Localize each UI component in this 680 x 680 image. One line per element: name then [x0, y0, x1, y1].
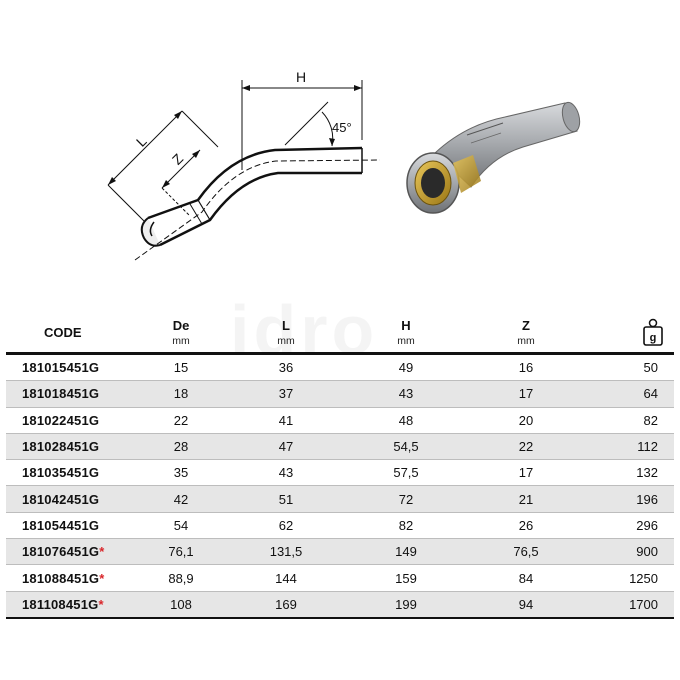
cell-z: 17	[518, 465, 534, 481]
cell-weight: 1700	[629, 596, 658, 612]
cell-h: 82	[398, 517, 414, 533]
cell-de: 42	[173, 491, 189, 507]
table-row: 181015451G 15 36 49 16 50	[6, 354, 674, 381]
cell-code: 181108451G*	[22, 596, 104, 612]
cell-weight: 112	[637, 439, 658, 455]
table-row: 181108451G* 108 169 199 94 1700	[6, 591, 674, 618]
cell-weight: 50	[643, 360, 658, 376]
cell-z: 22	[518, 439, 534, 455]
header-de-unit: mm	[172, 334, 190, 347]
header-weight: g	[586, 312, 674, 354]
cell-z: 20	[518, 412, 534, 428]
dimension-h-label: H	[296, 69, 306, 85]
cell-l: 51	[278, 491, 294, 507]
cell-weight: 132	[636, 465, 658, 481]
fitting-product-image	[406, 101, 581, 214]
header-l-unit: mm	[277, 334, 295, 347]
cell-de: 76,1	[168, 544, 194, 560]
header-h-label: H	[401, 317, 411, 333]
cell-code: 181035451G	[22, 465, 100, 481]
cell-l: 131,5	[269, 544, 303, 560]
table-row: 181022451G 22 41 48 20 82	[6, 407, 674, 434]
cell-de: 15	[173, 360, 189, 376]
table-row: 181035451G 35 43 57,5 17 132	[6, 460, 674, 486]
cell-de: 54	[173, 517, 189, 533]
cell-weight: 82	[643, 412, 658, 428]
fitting-technical-drawing: H 45° L Z	[107, 69, 381, 261]
header-z-unit: mm	[517, 334, 535, 347]
header-de-label: De	[172, 317, 190, 333]
cell-l: 62	[278, 517, 294, 533]
table-row: 181088451G* 88,9 144 159 84 1250	[6, 565, 674, 592]
cell-z: 84	[518, 570, 534, 586]
cell-l: 47	[278, 439, 294, 455]
cell-code: 181018451G	[22, 386, 100, 402]
cell-h: 199	[395, 596, 417, 612]
cell-de: 22	[173, 412, 189, 428]
cell-code: 181088451G*	[22, 570, 105, 586]
table-row: 181054451G 54 62 82 26 296	[6, 512, 674, 539]
header-z-label: Z	[522, 317, 530, 333]
cell-code: 181028451G	[22, 439, 100, 455]
table-row: 181042451G 42 51 72 21 196	[6, 485, 674, 513]
cell-l: 43	[278, 465, 294, 481]
cell-weight: 296	[636, 517, 658, 533]
cell-h: 149	[395, 544, 417, 560]
cell-h: 159	[395, 570, 417, 586]
cell-h: 57,5	[393, 465, 419, 481]
table-row: 181076451G* 76,1 131,5 149 76,5 900	[6, 538, 674, 565]
dimension-z-label: Z	[169, 150, 187, 168]
cell-de: 18	[173, 386, 189, 402]
table-row: 181028451G 28 47 54,5 22 112	[6, 433, 674, 460]
cell-l: 169	[275, 596, 297, 612]
cell-z: 21	[518, 491, 534, 507]
table-row: 181018451G 18 37 43 17 64	[6, 380, 674, 408]
weight-unit-label: g	[650, 332, 657, 344]
cell-z: 26	[518, 517, 534, 533]
cell-l: 37	[278, 386, 294, 402]
watermark: idro	[230, 290, 378, 370]
header-h-unit: mm	[397, 334, 415, 347]
angle-label: 45°	[332, 120, 352, 135]
cell-l: 144	[275, 570, 297, 586]
cell-weight: 1250	[629, 570, 658, 586]
cell-weight: 900	[636, 544, 658, 560]
cell-weight: 196	[636, 491, 658, 507]
cell-h: 48	[398, 412, 414, 428]
cell-code: 181076451G*	[22, 544, 105, 560]
cell-h: 54,5	[393, 439, 419, 455]
cell-code: 181054451G	[22, 517, 100, 533]
cell-code: 181015451G	[22, 360, 100, 376]
cell-z: 16	[518, 360, 534, 376]
dimension-l-label: L	[133, 133, 150, 150]
cell-l: 36	[278, 360, 294, 376]
cell-code: 181022451G	[22, 412, 100, 428]
cell-l: 41	[278, 412, 294, 428]
cell-z: 76,5	[513, 544, 539, 560]
cell-z: 94	[518, 596, 534, 612]
cell-h: 72	[398, 491, 414, 507]
weight-icon: g	[643, 318, 663, 346]
cell-de: 108	[170, 596, 192, 612]
cell-h: 43	[398, 386, 414, 402]
cell-de: 35	[173, 465, 189, 481]
cell-h: 49	[398, 360, 414, 376]
cell-code: 181042451G	[22, 491, 100, 507]
cell-z: 17	[518, 386, 534, 402]
cell-de: 88,9	[168, 570, 194, 586]
header-l-label: L	[282, 317, 290, 333]
cell-weight: 64	[643, 386, 658, 402]
header-code: CODE	[44, 324, 82, 340]
cell-de: 28	[173, 439, 189, 455]
